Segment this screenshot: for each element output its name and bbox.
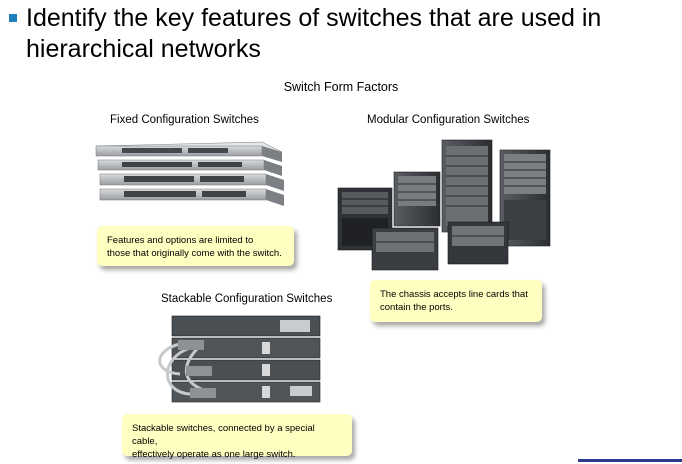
fixed-switches-note: Features and options are limited to thos… — [97, 226, 294, 266]
footer-accent-line — [578, 459, 682, 462]
stackable-switches-image — [158, 315, 321, 403]
slide-subtitle: Switch Form Factors — [283, 80, 399, 94]
modular-note-line-2: contain the ports. — [380, 302, 453, 313]
stackable-switches-note: Stackable switches, connected by a speci… — [122, 414, 352, 460]
fixed-note-line-1: Features and options are limited to — [107, 235, 254, 246]
modular-chassis-image — [337, 139, 551, 271]
slide-heading: Identify the key features of switches th… — [26, 4, 602, 63]
fixed-switches-title: Fixed Configuration Switches — [110, 114, 259, 126]
bullet-square-icon — [9, 14, 17, 22]
fixed-switches-image — [95, 141, 284, 206]
modular-switches-title: Modular Configuration Switches — [367, 114, 530, 126]
modular-switches-note: The chassis accepts line cards that cont… — [370, 280, 542, 322]
stackable-switches-title: Stackable Configuration Switches — [161, 293, 333, 305]
stackable-note-line-2: effectively operate as one large switch. — [132, 449, 296, 460]
modular-note-line-1: The chassis accepts line cards that — [380, 289, 528, 300]
fixed-note-line-2: those that originally come with the swit… — [107, 248, 282, 259]
stackable-note-line-1: Stackable switches, connected by a speci… — [132, 423, 315, 447]
